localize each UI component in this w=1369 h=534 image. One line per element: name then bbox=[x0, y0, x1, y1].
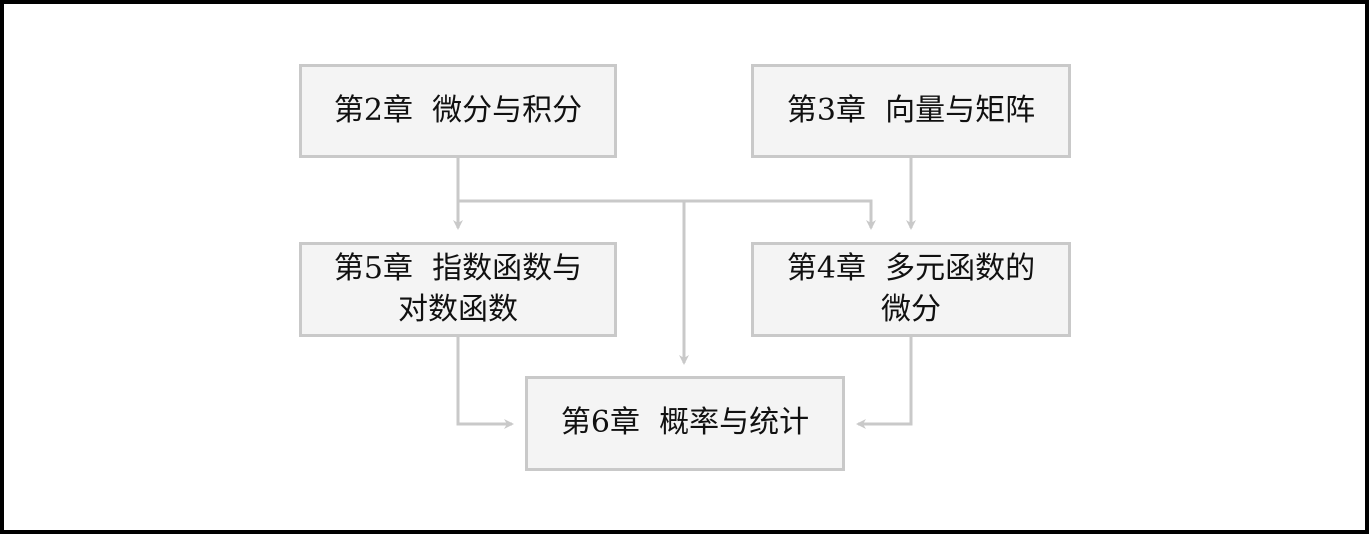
node-chapter-2: 第2章 微分与积分 bbox=[299, 64, 617, 158]
edge-ch4-to-ch6 bbox=[856, 337, 913, 429]
node-chapter-6: 第6章 概率与统计 bbox=[525, 376, 845, 471]
node-chapter-5: 第5章 指数函数与 对数函数 bbox=[299, 242, 617, 337]
node-chapter-4-label-line-1: 第4章 多元函数的 bbox=[786, 251, 1036, 286]
node-chapter-3-label: 第3章 向量与矩阵 bbox=[786, 92, 1036, 128]
node-chapter-5-label-line-1: 第5章 指数函数与 bbox=[333, 251, 583, 286]
node-chapter-4: 第4章 多元函数的 微分 bbox=[751, 242, 1071, 337]
node-chapter-5-label-line-2: 对数函数 bbox=[397, 291, 518, 327]
node-chapter-3: 第3章 向量与矩阵 bbox=[751, 64, 1071, 158]
node-chapter-4-label-line-2: 微分 bbox=[880, 291, 941, 327]
edge-ch5-to-ch6 bbox=[456, 337, 514, 429]
edge-ch2-to-ch4 bbox=[458, 199, 876, 230]
node-chapter-6-label: 第6章 概率与统计 bbox=[560, 405, 810, 441]
node-chapter-2-label: 第2章 微分与积分 bbox=[333, 92, 583, 128]
